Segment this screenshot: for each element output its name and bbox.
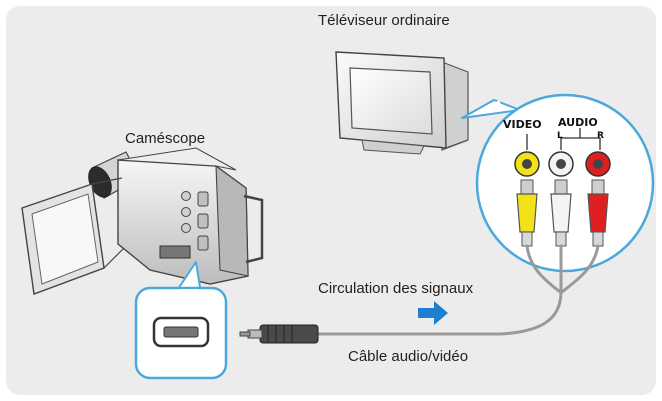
video-jack-label: VIDEO — [503, 118, 542, 131]
audio-left-plug — [550, 179, 572, 247]
audio-left-label: L — [557, 131, 563, 141]
audio-right-jack — [585, 151, 611, 177]
audio-right-plug — [587, 179, 609, 247]
video-jack — [514, 151, 540, 177]
tv-callout — [461, 99, 521, 119]
audio-right-label: R — [597, 131, 604, 141]
cable-label: Câble audio/vidéo — [348, 348, 469, 365]
signal-flow-label: Circulation des signaux — [318, 280, 474, 297]
camcorder — [21, 147, 264, 295]
camcorder-label: Caméscope — [125, 130, 206, 147]
signal-arrow — [418, 301, 448, 325]
video-plug — [516, 179, 538, 247]
av-cable — [316, 244, 600, 336]
av-out-port — [152, 316, 210, 348]
audio-jack-label: AUDIO — [558, 116, 598, 129]
tv-label: Téléviseur ordinaire — [318, 12, 450, 29]
mini-plug-connector — [239, 324, 319, 344]
television — [335, 51, 469, 155]
audio-left-jack — [548, 151, 574, 177]
